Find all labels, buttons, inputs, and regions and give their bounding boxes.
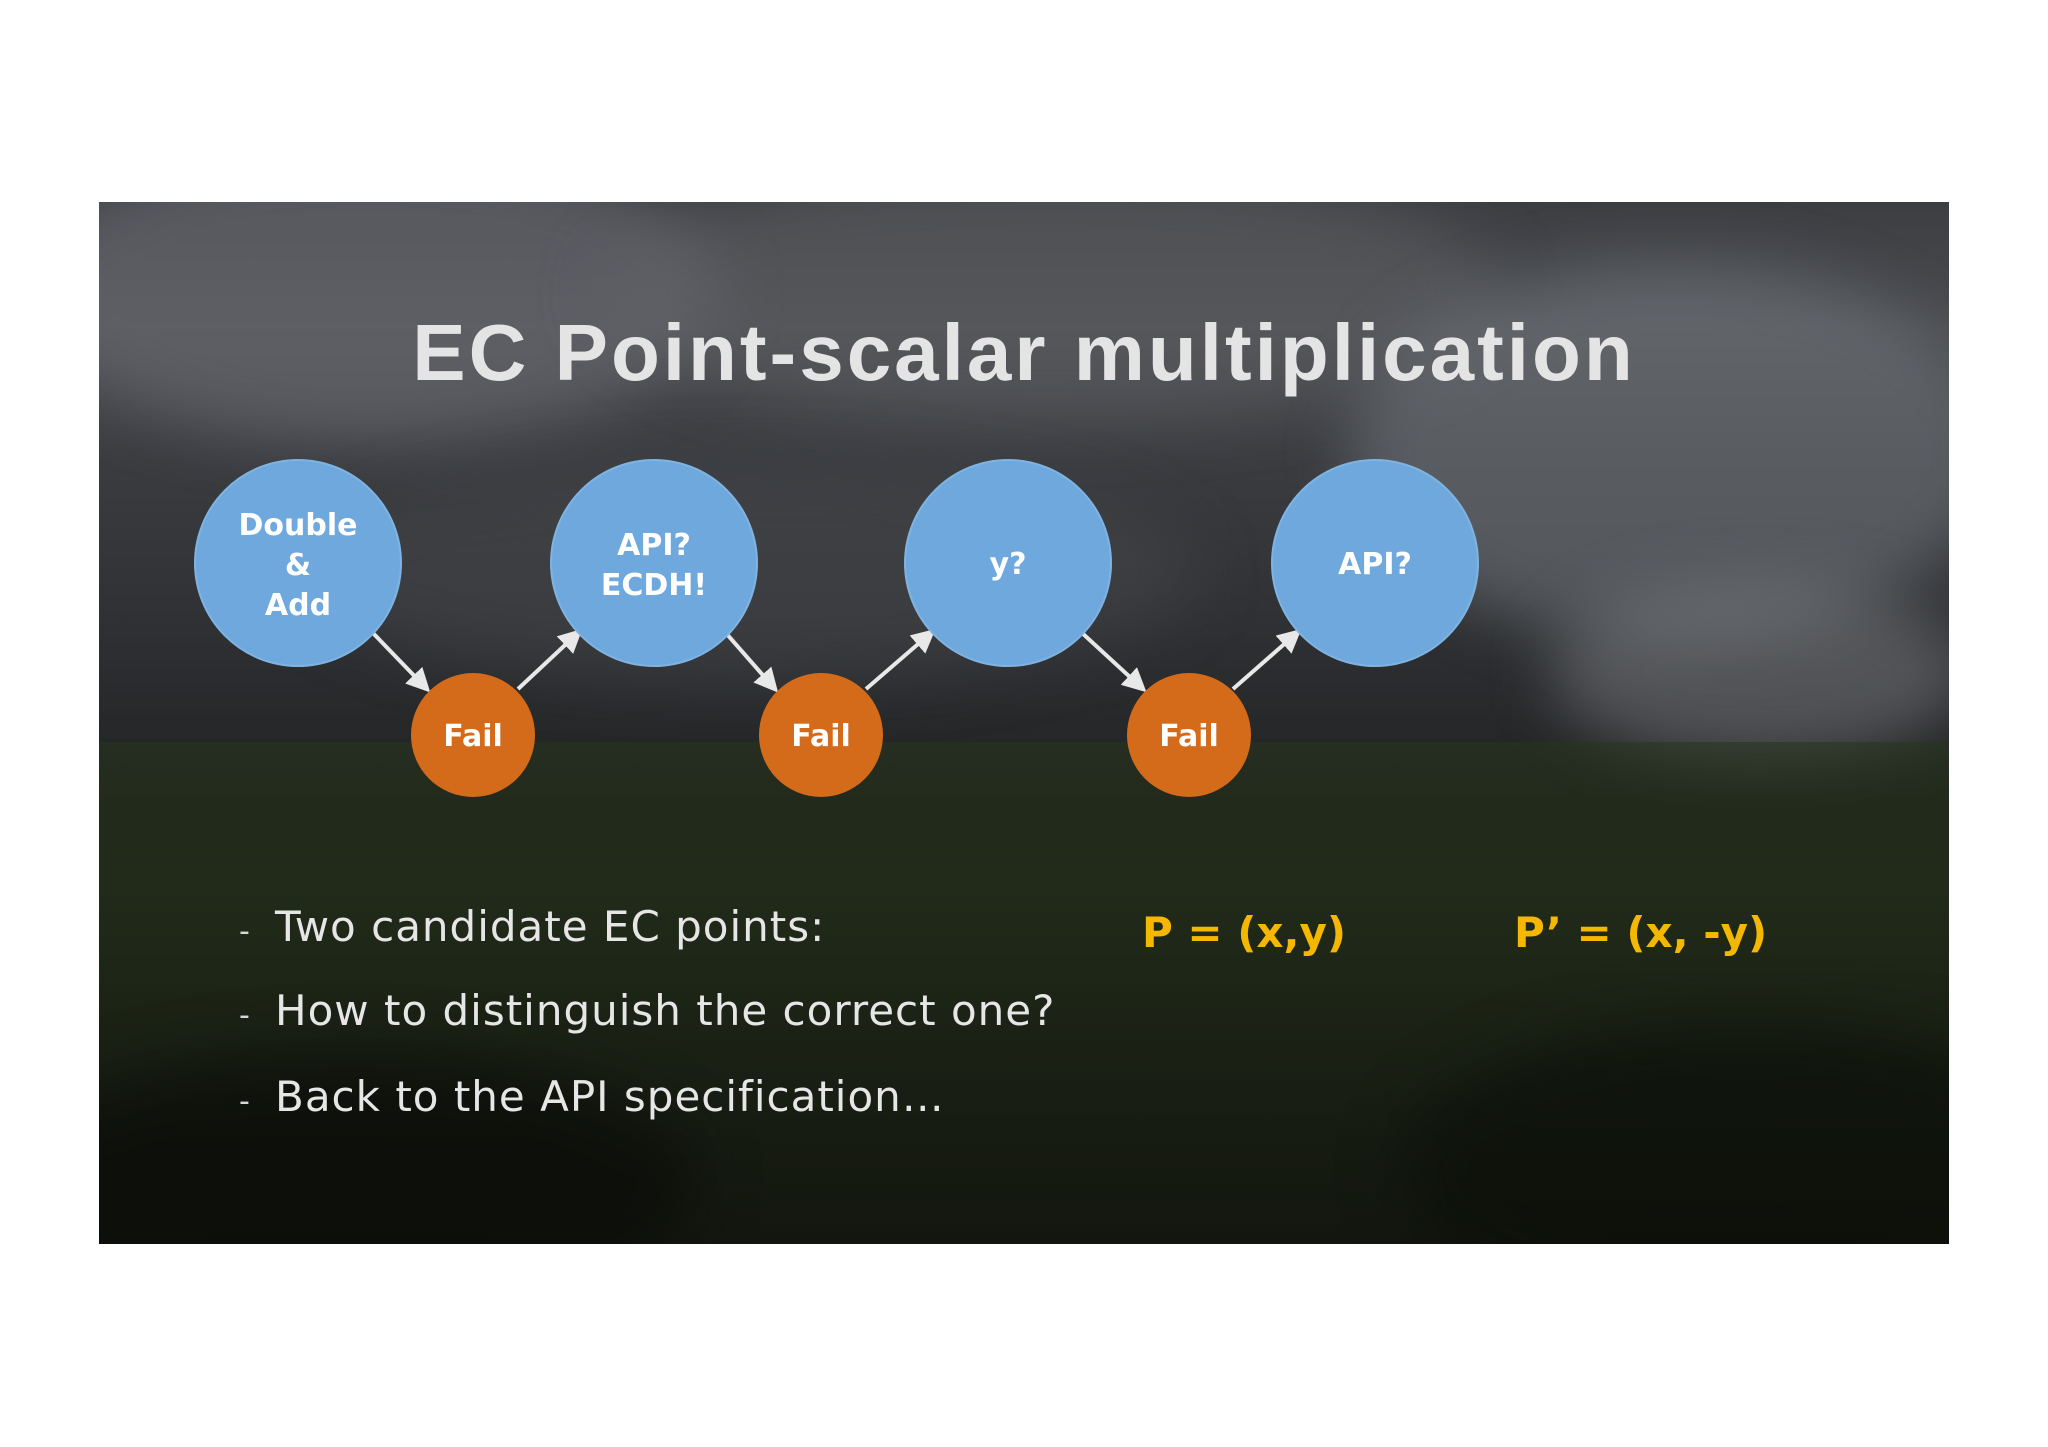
- fail-label: Fail: [791, 719, 851, 754]
- point-p-prime: P’ = (x, -y): [1514, 908, 1767, 957]
- flow-arrow: [518, 632, 579, 689]
- node-fail-1: Fail: [411, 673, 535, 797]
- node-label: Double: [239, 508, 358, 543]
- bullet-item: - Two candidate EC points:: [239, 902, 825, 951]
- flow-arrow: [725, 632, 775, 689]
- node-api: API?: [1272, 460, 1478, 666]
- bullet-text: Back to the API specification…: [275, 1072, 945, 1121]
- node-circle: [551, 460, 757, 666]
- bullet-item: - How to distinguish the correct one?: [239, 986, 1055, 1035]
- fail-label: Fail: [1159, 719, 1219, 754]
- node-label: API?: [1338, 547, 1412, 582]
- bullet-text: How to distinguish the correct one?: [275, 986, 1055, 1035]
- point-p: P = (x,y): [1142, 908, 1346, 957]
- bullet-dash: -: [239, 998, 275, 1033]
- flow-arrow: [1233, 632, 1298, 689]
- bullet-item: - Back to the API specification…: [239, 1072, 945, 1121]
- bullet-text: Two candidate EC points:: [275, 902, 825, 951]
- node-y: y?: [905, 460, 1111, 666]
- node-label: ECDH!: [601, 568, 707, 603]
- node-fail-3: Fail: [1127, 673, 1251, 797]
- slide: EC Point-scalar multiplication Double & …: [99, 202, 1949, 1244]
- flow-arrow: [1081, 632, 1143, 689]
- flow-arrow: [866, 632, 932, 689]
- bullet-dash: -: [239, 1084, 275, 1119]
- node-api-ecdh: API? ECDH!: [551, 460, 757, 666]
- bullet-dash: -: [239, 914, 275, 949]
- node-label: y?: [990, 547, 1027, 582]
- node-label: API?: [617, 528, 691, 563]
- node-double-add: Double & Add: [195, 460, 401, 666]
- fail-label: Fail: [443, 719, 503, 754]
- flow-arrow: [372, 632, 427, 689]
- node-label: Add: [265, 588, 331, 623]
- node-label: &: [285, 548, 311, 583]
- node-fail-2: Fail: [759, 673, 883, 797]
